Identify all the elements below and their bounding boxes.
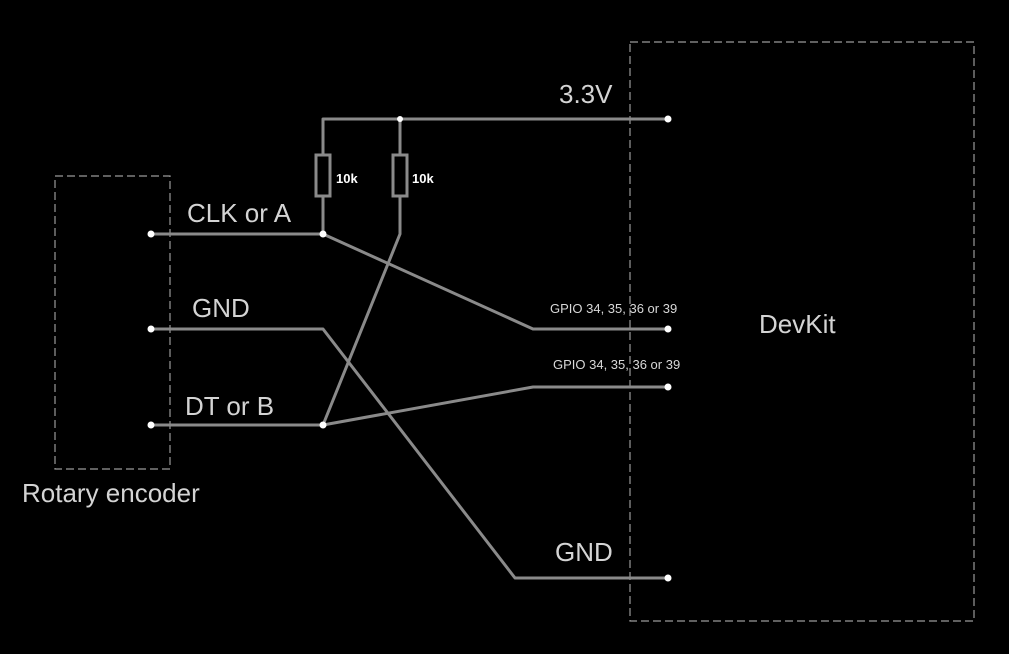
supply-label: 3.3V <box>559 79 613 109</box>
clk-junction-node <box>319 230 327 238</box>
supply-junction-node <box>397 116 403 122</box>
resistor-1-label: 10k <box>336 171 358 186</box>
clk-pin-node <box>147 230 155 238</box>
devkit-gnd-pin-node <box>664 574 672 582</box>
devkit-label: DevKit <box>759 309 836 339</box>
resistor-2-label: 10k <box>412 171 434 186</box>
clk-wire <box>149 232 670 331</box>
gpio-2-pin-node <box>664 383 672 391</box>
supply-pin-node <box>664 115 672 123</box>
gnd-wire <box>149 327 670 580</box>
dt-label: DT or B <box>185 391 274 421</box>
dt-pin-node <box>147 421 155 429</box>
resistor-2 <box>391 153 409 198</box>
gpio-2-label: GPIO 34, 35, 36 or 39 <box>553 357 680 372</box>
dt-junction-node <box>319 421 327 429</box>
gpio-1-label: GPIO 34, 35, 36 or 39 <box>550 301 677 316</box>
clk-label: CLK or A <box>187 198 292 228</box>
dt-wire <box>149 385 670 427</box>
gnd-left-label: GND <box>192 293 250 323</box>
rotary-encoder-label: Rotary encoder <box>22 478 200 508</box>
devkit-box <box>629 41 975 622</box>
gpio-1-pin-node <box>664 325 672 333</box>
resistor-2-to-dt-wire <box>321 194 402 427</box>
gnd-pin-node <box>147 325 155 333</box>
resistor-1 <box>314 153 332 198</box>
gnd-right-label: GND <box>555 537 613 567</box>
supply-rail-wire <box>321 117 670 157</box>
